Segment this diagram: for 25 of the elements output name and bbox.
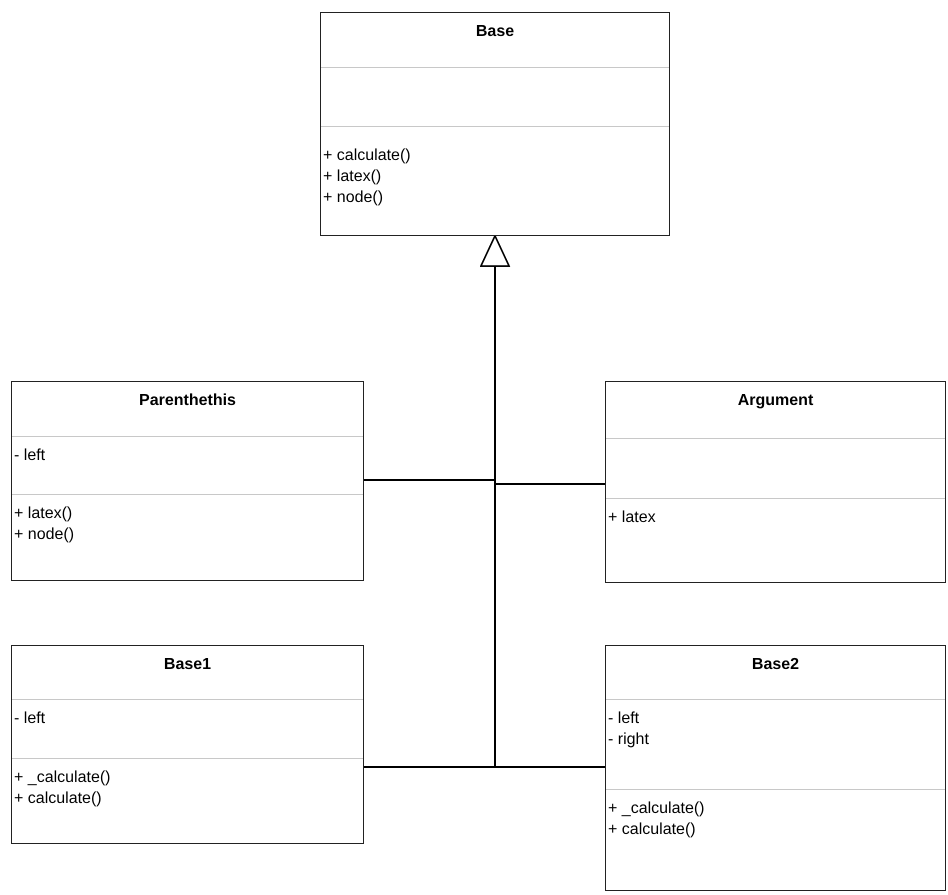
- class-member: + calculate(): [607, 820, 696, 840]
- class-name: Parenthethis: [138, 392, 237, 410]
- class-box: [320, 12, 670, 236]
- class-member: + calculate(): [13, 789, 102, 809]
- class-name: Base2: [750, 656, 800, 674]
- class-box: [605, 381, 946, 583]
- class-member: - left: [13, 709, 46, 729]
- class-member: + calculate(): [322, 146, 411, 166]
- class-member: + latex: [607, 508, 656, 528]
- inheritance-arrow: [480, 235, 605, 768]
- class-member: - left: [607, 709, 640, 729]
- class-box: [605, 645, 946, 891]
- class-member: + latex(): [322, 167, 382, 187]
- class-member: + _calculate(): [607, 799, 704, 819]
- class-member: - right: [607, 730, 649, 750]
- class-box: [11, 645, 364, 844]
- class-member: + _calculate(): [13, 768, 110, 788]
- class-member: + latex(): [13, 504, 72, 524]
- class-name: Base1: [162, 656, 212, 674]
- class-name: Argument: [736, 392, 814, 410]
- class-box: [11, 381, 364, 581]
- class-member: + node(): [13, 525, 74, 545]
- class-name: Base: [474, 23, 516, 41]
- class-member: - left: [13, 446, 46, 466]
- class-member: + node(): [322, 188, 384, 208]
